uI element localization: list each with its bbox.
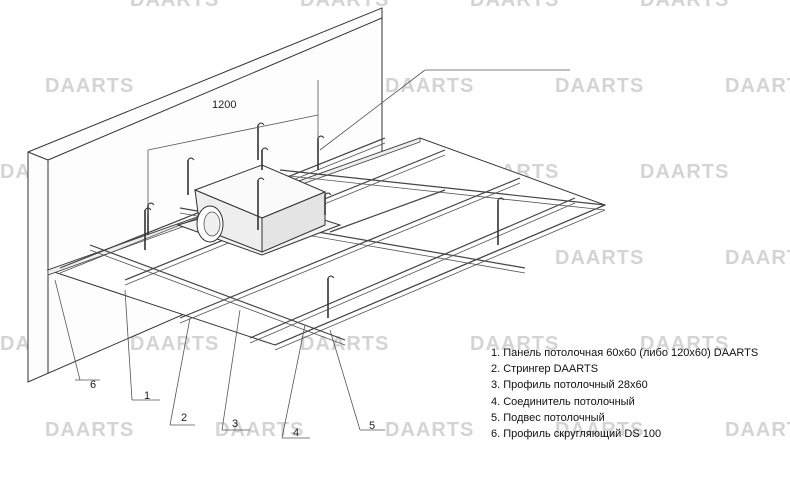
- watermark-text: DAARTS: [215, 419, 304, 441]
- watermark-text: DAARTS: [725, 75, 790, 97]
- leader-top: [319, 69, 426, 151]
- callout-3: 3: [232, 418, 238, 430]
- watermark-text: DAARTS: [555, 75, 644, 97]
- hanger-hook: [261, 147, 269, 151]
- watermark-text: DAARTS: [725, 247, 790, 269]
- watermark-text: DAARTS: [640, 0, 729, 11]
- hanger-hook: [497, 197, 505, 201]
- watermark-text: DAARTS: [470, 0, 559, 11]
- callout-5: 5: [369, 420, 375, 432]
- ventilation-box: [176, 164, 342, 256]
- callout-2: 2: [181, 412, 187, 424]
- callout-6: 6: [90, 379, 96, 391]
- watermark-text: DAARTS: [470, 333, 559, 355]
- legend-item-6: 6. Профиль скругляющий DS 100: [491, 428, 662, 441]
- watermark-text: DAARTS: [45, 419, 134, 441]
- callout-4: 4: [293, 427, 299, 439]
- legend-list: 1. Панель потолочная 60x60 (либо 120x60)…: [491, 345, 758, 442]
- legend-item-2: 2. Стрингер DAARTS: [491, 363, 599, 376]
- hanger-hook: [257, 177, 265, 181]
- watermark-text: DAARTS: [385, 419, 474, 441]
- watermark-text: DAARTS: [385, 75, 474, 97]
- watermark-text: DAARTS: [130, 0, 219, 11]
- watermark-text: DAARTS: [300, 333, 389, 355]
- watermark-text: DAARTS: [640, 161, 729, 183]
- hanger-hook: [324, 192, 332, 196]
- hanger-hook: [187, 157, 195, 161]
- callout-1: 1: [144, 390, 150, 402]
- watermark-text: DAARTS: [45, 75, 134, 97]
- dimension-label: 1200: [212, 99, 236, 111]
- watermark-text: DAARTS: [555, 419, 644, 441]
- watermark-text: DAARTS: [725, 419, 790, 441]
- hanger-hook: [257, 122, 265, 126]
- hanger-hook: [147, 202, 155, 206]
- legend-item-1: 1. Панель потолочная 60x60 (либо 120x60)…: [491, 347, 759, 359]
- callout-leaders: [54, 279, 385, 439]
- watermark-text: DAARTS: [130, 333, 219, 355]
- legend-item-4: 4. Соединитель потолочный: [491, 395, 635, 408]
- hanger-hook: [317, 135, 325, 139]
- watermark-text: DAARTS: [555, 247, 644, 269]
- dimension-line: [147, 80, 319, 215]
- hanger-hook: [327, 275, 335, 279]
- legend-item-3: 3. Профиль потолочный 28x60: [491, 379, 648, 392]
- watermark-text: DAARTS: [300, 0, 389, 11]
- legend-item-5: 5. Подвес потолочный: [491, 411, 605, 424]
- watermark-text: DAARTS: [640, 333, 729, 355]
